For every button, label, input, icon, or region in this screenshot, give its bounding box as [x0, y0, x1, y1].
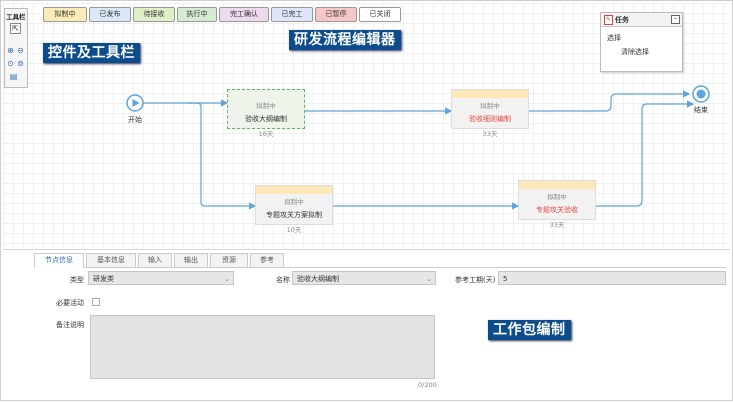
state-filter-0[interactable]: 拟制中 [43, 7, 87, 22]
minimize-icon[interactable]: – [671, 15, 680, 24]
toolbar-title: 工具栏 [6, 13, 26, 21]
note-char-counter: 0/200 [418, 381, 437, 389]
task-panel-icon: ✎ [604, 15, 613, 25]
required-activity-label: 必要活动 [56, 299, 84, 307]
node-name: 验收大纲编制 [245, 115, 287, 123]
ref-duration-input[interactable]: 5 [498, 271, 726, 285]
task-select-item[interactable]: 选择 [607, 34, 621, 42]
state-filter-6[interactable]: 已暂停 [315, 7, 357, 22]
node-status: 拟制中 [547, 193, 567, 201]
tool-palette: 工具栏 ⇱ ⊕ ⊖ ⊙ ⊚ ▤ [4, 8, 28, 88]
connector-n2-end [527, 90, 691, 112]
tab-basic-info[interactable]: 基本信息 [86, 253, 136, 267]
flow-node-4[interactable]: 拟制中 专题攻关验收 33天 [518, 180, 596, 229]
zoom-in-icon[interactable]: ⊕ [7, 46, 14, 55]
tab-output[interactable]: 输出 [174, 253, 208, 267]
type-value: 研发类 [93, 275, 114, 283]
node-name: 验收细则编制 [469, 115, 511, 123]
type-label: 类型 [70, 276, 84, 284]
chevron-down-icon: ⌄ [224, 275, 230, 283]
callout-workpackage: 工作包编制 [488, 320, 571, 340]
node-status: 拟制中 [256, 102, 276, 110]
node-days: 10天 [286, 226, 302, 234]
panel-divider [3, 249, 730, 250]
note-label: 备注说明 [56, 321, 84, 329]
name-label: 名称 [276, 276, 290, 284]
zoom-out-icon[interactable]: ⊖ [17, 46, 24, 55]
start-label: 开始 [128, 116, 142, 124]
state-filter-4[interactable]: 完工确认 [219, 7, 269, 22]
node-status-bar [256, 186, 332, 194]
tab-node-info[interactable]: 节点信息 [34, 253, 84, 268]
flow-node-1[interactable]: 拟制中 验收大纲编制 16天 [227, 89, 305, 138]
state-filter-5[interactable]: 已完工 [271, 7, 313, 22]
name-value: 验收大纲编制 [297, 275, 339, 283]
node-days: 33天 [549, 221, 565, 229]
node-status-bar [452, 90, 528, 98]
tab-reference[interactable]: 参考 [250, 253, 284, 267]
tab-input[interactable]: 输入 [138, 253, 172, 267]
node-days: 16天 [258, 130, 274, 138]
property-tabs: 节点信息 基本信息 输入 输出 资源 参考 [34, 253, 726, 268]
note-textarea[interactable] [90, 315, 435, 379]
node-name: 专题攻关验收 [536, 206, 578, 214]
state-filter-2[interactable]: 待接收 [133, 7, 175, 22]
node-name: 专题攻关方案拟制 [266, 211, 322, 219]
node-status: 拟制中 [284, 198, 304, 206]
chevron-down-icon: ⌄ [426, 275, 432, 283]
tab-resources[interactable]: 资源 [210, 253, 248, 267]
end-label: 结束 [694, 106, 708, 114]
zoom-fit-icon[interactable]: ⊙ [7, 59, 14, 68]
node-status: 拟制中 [480, 102, 500, 110]
state-filter-1[interactable]: 已发布 [89, 7, 131, 22]
flow-node-2[interactable]: 拟制中 验收细则编制 33天 [451, 89, 529, 138]
state-filter-7[interactable]: 已关闭 [359, 7, 401, 22]
save-icon[interactable]: ▤ [9, 72, 18, 81]
task-panel: ✎ 任务 – 选择 清除选择 [600, 12, 683, 72]
connector-start-n3 [187, 102, 257, 210]
state-filter-3[interactable]: 执行中 [177, 7, 217, 22]
type-select[interactable]: 研发类 ⌄ [88, 271, 234, 285]
connector-n4-end [594, 100, 695, 207]
flow-node-3[interactable]: 拟制中 专题攻关方案拟制 10天 [255, 185, 333, 234]
ref-duration-label: 参考工期(天) [455, 276, 496, 284]
ref-duration-value: 5 [503, 275, 508, 283]
node-status-bar [519, 181, 595, 189]
node-days: 33天 [482, 130, 498, 138]
callout-editor: 研发流程编辑器 [289, 30, 401, 50]
task-panel-title: 任务 [615, 16, 629, 24]
name-select[interactable]: 验收大纲编制 ⌄ [292, 271, 436, 285]
zoom-reset-icon[interactable]: ⊚ [17, 59, 24, 68]
required-activity-checkbox[interactable] [92, 298, 100, 306]
task-clear-item[interactable]: 清除选择 [621, 48, 649, 56]
task-panel-header: ✎ 任务 – [601, 13, 682, 27]
pointer-tool-icon[interactable]: ⇱ [10, 23, 21, 34]
callout-controls: 控件及工具栏 [43, 43, 140, 63]
